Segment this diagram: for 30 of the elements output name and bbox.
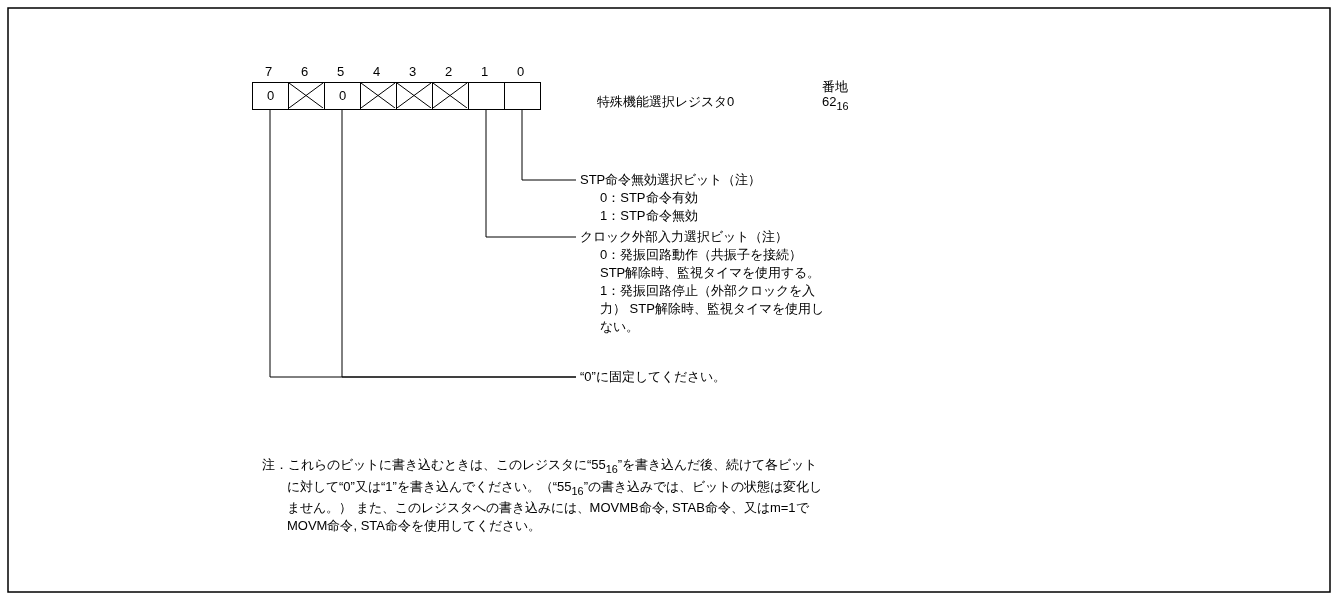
reserved-bit-cell <box>432 82 469 110</box>
bit-name: STP命令無効選択ビット（注） <box>580 171 763 189</box>
reserved-bit-cell <box>288 82 325 110</box>
bit-number: 2 <box>445 63 453 81</box>
bit-name: クロック外部入力選択ビット（注） <box>580 228 789 246</box>
bit-number: 7 <box>265 63 273 81</box>
reserved-bit-cell <box>396 82 433 110</box>
address-value: 62$_{16}$ <box>822 93 849 114</box>
register-name: 特殊機能選択レジスタ0 <box>597 93 735 111</box>
setting-description: 1：発振回路停止（外部クロックを入力） STP解除時、監視タイマを使用しない。 <box>599 282 825 336</box>
bit-cell <box>504 82 541 110</box>
setting-description: 0：発振回路動作（共振子を接続） STP解除時、監視タイマを使用する。 <box>599 246 822 282</box>
bit-number: 3 <box>409 63 417 81</box>
bit-number: 0 <box>517 63 525 81</box>
leader-line <box>485 109 577 238</box>
bit-description: “0”に固定してください。 <box>580 368 726 386</box>
bit-number: 4 <box>373 63 381 81</box>
bit-number: 6 <box>301 63 309 81</box>
bit-cell: 0 <box>252 82 289 110</box>
bit-number: 1 <box>481 63 489 81</box>
setting-description: 0：STP命令有効 <box>599 189 699 207</box>
leader-line <box>521 109 577 181</box>
bit-number: 5 <box>337 63 345 81</box>
bit-cell: 0 <box>324 82 361 110</box>
bit-cell <box>468 82 505 110</box>
reserved-bit-cell <box>360 82 397 110</box>
setting-description: 1：STP命令無効 <box>599 207 699 225</box>
leader-line <box>341 109 577 378</box>
note-text: 注．これらのビットに書き込むときは、このレジスタに“55$_{16}$”を書き込んだ後、続けて各ビットに対して“0”又は“1”を書き込んでください。（“55$_{16}$”の書き込みでは、ビットの状態は変化しません。） また、このレジスタへの書き込みには、MOVMB命令, STAB命令、又はm=1でMOVM命令, STA命令を使用してください。 <box>262 456 823 536</box>
address-heading: 番地 <box>822 78 848 96</box>
